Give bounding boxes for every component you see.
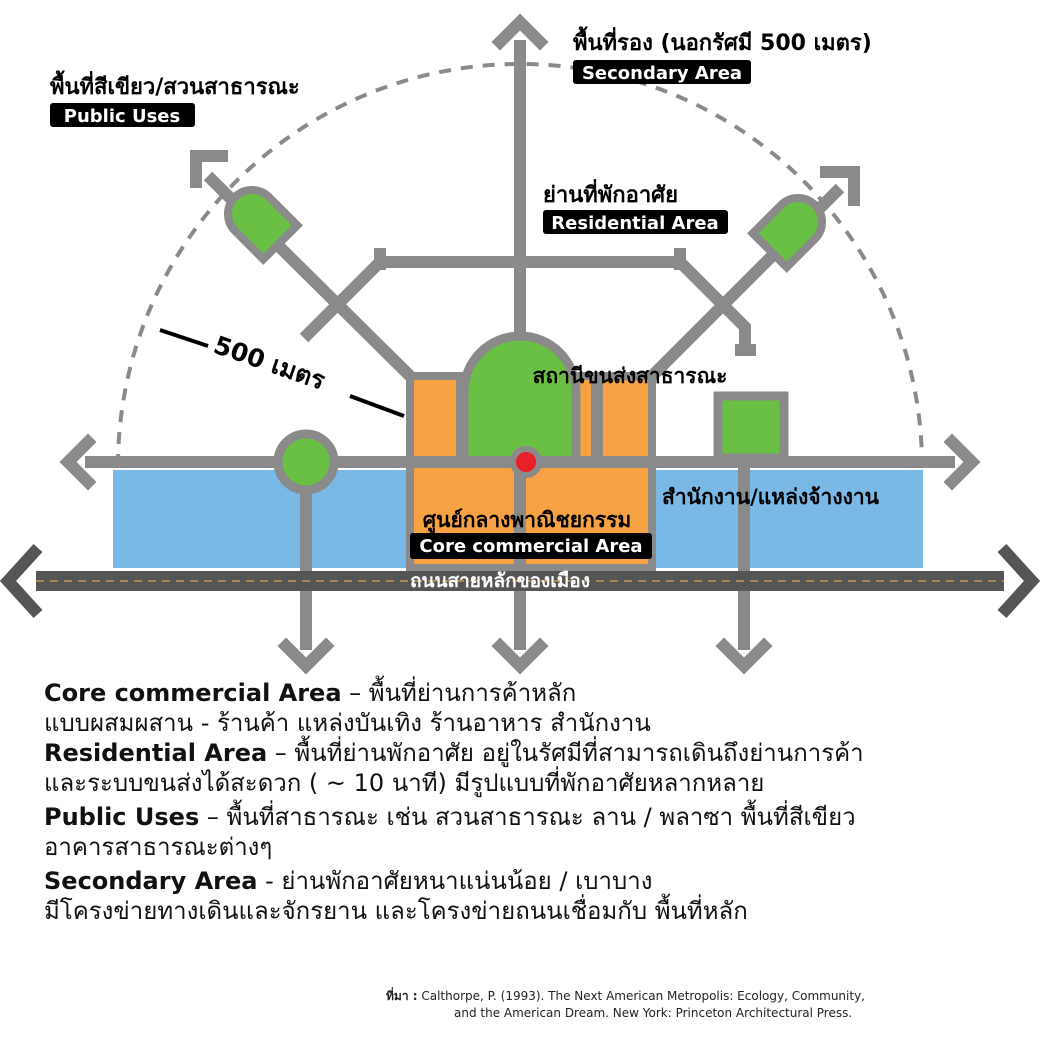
transit-station-label: สถานีขนส่งสาธารณะ <box>533 364 728 388</box>
secondary-area-tag: Secondary Area <box>582 63 742 84</box>
ring-road-right <box>675 257 751 350</box>
radius-leader <box>159 328 209 348</box>
residential-area-title: ย่านที่พักอาศัย <box>543 178 678 208</box>
main-road-label: ถนนสายหลักของเมือง <box>410 570 590 592</box>
core-commercial-title: ศูนย์กลางพาณิชยกรรม <box>423 508 631 534</box>
transit-station-area <box>459 331 581 467</box>
arrow-down-icon <box>277 637 335 675</box>
arrow-up-left-icon <box>190 150 228 188</box>
ring-road-left <box>299 257 385 343</box>
arrow-down-icon <box>715 637 773 675</box>
radius-label: 500 เมตร <box>210 330 329 395</box>
arrow-up-right-icon <box>820 166 860 206</box>
arrow-down-icon <box>491 637 549 675</box>
public-uses-tag: Public Uses <box>64 106 180 127</box>
station-dot <box>510 446 542 478</box>
legend-notes: Core commercial Area – พื้นที่ย่านการค้า… <box>44 678 1024 926</box>
secondary-area-title: พื้นที่รอง (นอกรัศมี 500 เมตร) <box>573 26 872 56</box>
arrow-up-icon <box>491 13 549 51</box>
note-public: Public Uses – พื้นที่สาธารณะ เช่น สวนสาธ… <box>44 803 856 831</box>
arrow-right-icon <box>943 433 981 491</box>
main-road-arrow-left-icon <box>0 543 43 619</box>
office-label: สำนักงาน/แหล่งจ้างงาน <box>662 485 880 509</box>
residential-area-tag: Residential Area <box>551 213 718 234</box>
tod-diagram: 500 เมตร พื้นที่รอง (นอกรัศมี 500 เมตร) … <box>0 13 1040 675</box>
road-arrowheads <box>59 13 981 675</box>
source-citation: ที่มา : Calthorpe, P. (1993). The Next A… <box>386 989 865 1020</box>
park-pod-right <box>747 194 826 273</box>
public-uses-title: พื้นที่สีเขียว/สวนสาธารณะ <box>50 70 300 100</box>
park-circle <box>273 429 339 495</box>
note-secondary: Secondary Area - ย่านพักอาศัยหนาแน่นน้อย… <box>44 867 653 895</box>
radius-arc <box>116 62 924 467</box>
arrow-left-icon <box>59 433 97 491</box>
main-road-arrow-right-icon <box>997 543 1040 619</box>
office-block <box>713 391 789 463</box>
note-residential: Residential Area – พื้นที่ย่านพักอาศัย อ… <box>44 739 864 767</box>
note-core: Core commercial Area – พื้นที่ย่านการค้า… <box>44 679 577 707</box>
core-commercial-tag: Core commercial Area <box>419 536 642 557</box>
park-pod-left <box>224 186 303 265</box>
